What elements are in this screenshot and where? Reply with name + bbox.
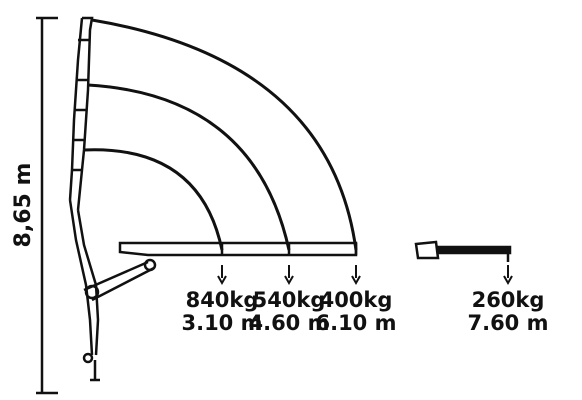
arrow-head-icon [284,275,294,286]
reach-value: 6.10 m [315,311,396,335]
height-dimension [36,16,58,395]
arc-inner [83,148,224,251]
load-arcs [83,18,358,251]
load-value: 260kg [472,288,545,312]
max-height-label: 8,65 m [11,163,36,248]
arrow-head-icon [351,275,361,286]
load-value: 540kg [253,288,326,312]
arc-outer [91,18,358,251]
reach-value: 3.10 m [181,311,262,335]
load-value: 840kg [186,288,259,312]
load-value: 400kg [320,288,393,312]
boom [118,241,358,257]
crane-base [68,199,157,382]
reach-value: 4.60 m [248,311,329,335]
arc-middle [87,83,291,251]
arrow-head-icon [217,275,227,286]
arrow-head-icon [503,275,513,286]
boom-extension [414,240,512,262]
reach-value: 7.60 m [467,311,548,335]
crane-mast [68,16,94,211]
